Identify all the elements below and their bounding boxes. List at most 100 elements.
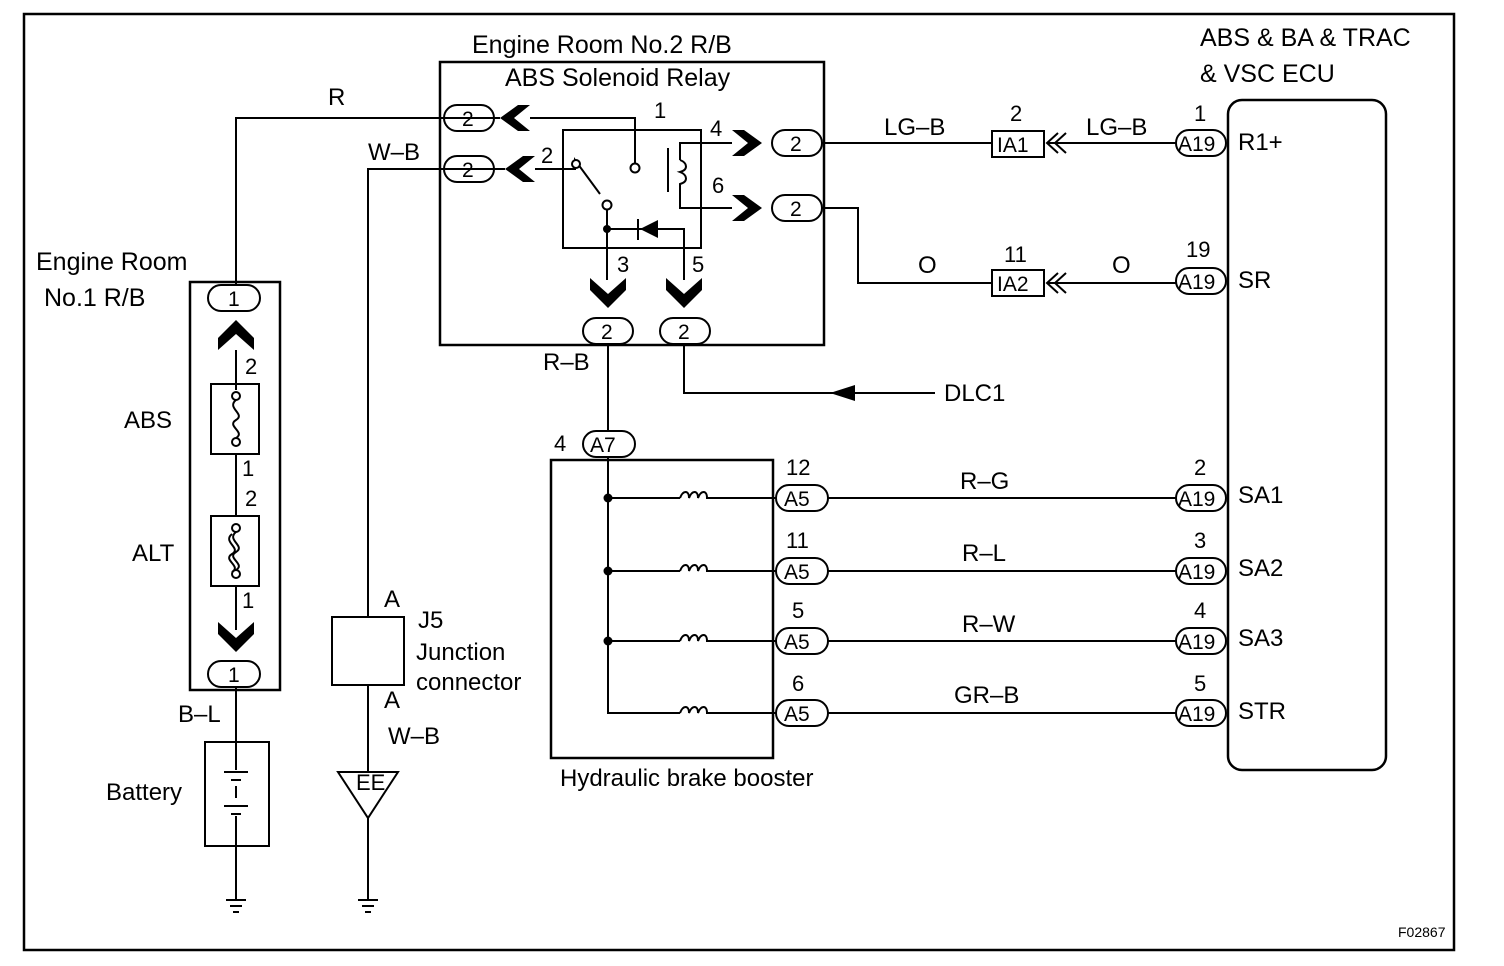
ground-icon [226, 899, 246, 913]
wire-o-left: O [918, 252, 937, 279]
ecu-terminal-r1: R1+ [1238, 129, 1283, 156]
solenoid-coil-icon [679, 491, 776, 499]
wire-rg: R–G [960, 468, 1009, 495]
chevron-left-icon [500, 105, 530, 131]
svg-text:IA1: IA1 [997, 134, 1029, 157]
chevron-right-icon [732, 195, 762, 221]
svg-text:2: 2 [245, 486, 257, 511]
svg-text:2: 2 [541, 143, 553, 168]
connector-a19-sa2 [1175, 557, 1227, 585]
svg-text:4: 4 [554, 431, 566, 456]
svg-text:12: 12 [786, 455, 810, 480]
fuse-icon [232, 531, 240, 571]
chevron-left-icon [505, 156, 535, 182]
svg-text:6: 6 [792, 671, 804, 696]
svg-text:5: 5 [692, 252, 704, 277]
svg-text:A19: A19 [1178, 561, 1215, 584]
wire-r: R [328, 84, 345, 111]
svg-text:11: 11 [786, 528, 809, 553]
fuse-alt-label: ALT [132, 540, 175, 567]
svg-text:A5: A5 [784, 561, 810, 584]
battery-label: Battery [106, 779, 182, 806]
svg-text:2: 2 [601, 321, 613, 344]
connector-ia2 [991, 269, 1045, 297]
svg-text:A: A [384, 586, 400, 613]
svg-text:19: 19 [1186, 237, 1210, 262]
fuse-abs-label: ABS [124, 407, 172, 434]
svg-text:3: 3 [1194, 528, 1206, 553]
svg-text:5: 5 [792, 598, 804, 623]
svg-text:A: A [384, 687, 400, 714]
wire-lgb-right: LG–B [1086, 114, 1147, 141]
svg-text:A19: A19 [1178, 703, 1215, 726]
svg-text:2: 2 [1194, 455, 1206, 480]
connector-a19-str [1175, 699, 1227, 727]
rb1-connector-bottom [207, 660, 261, 688]
ecu-terminal-sr: SR [1238, 267, 1271, 294]
svg-text:1: 1 [228, 288, 240, 311]
svg-text:EE: EE [356, 770, 385, 795]
wire-o-right: O [1112, 252, 1131, 279]
relay-box [562, 129, 702, 249]
ecu-title-1: ABS & BA & TRAC [1200, 24, 1411, 52]
svg-text:A5: A5 [784, 488, 810, 511]
connector-a19-sr [1175, 267, 1227, 295]
chevron-right-icon [732, 130, 762, 156]
figure-code: F02867 [1398, 924, 1446, 940]
booster-label: Hydraulic brake booster [560, 765, 813, 792]
svg-text:IA2: IA2 [997, 273, 1029, 296]
diode-icon [640, 220, 658, 238]
svg-text:2: 2 [1010, 101, 1022, 126]
rb2-box [438, 60, 826, 347]
svg-text:11: 11 [1004, 242, 1027, 267]
svg-text:5: 5 [1194, 671, 1206, 696]
svg-text:A5: A5 [784, 631, 810, 654]
rb2-title: Engine Room No.2 R/B [472, 31, 732, 59]
svg-text:2: 2 [790, 133, 802, 156]
svg-text:4: 4 [1194, 598, 1206, 623]
junction-label-1: Junction [416, 639, 505, 666]
diagram-frame [22, 12, 1456, 952]
svg-text:1: 1 [242, 588, 254, 613]
ecu-title-2: & VSC ECU [1200, 60, 1335, 88]
svg-text:2: 2 [678, 321, 690, 344]
wire-bl: B–L [178, 701, 221, 728]
junction-label-2: connector [416, 669, 521, 696]
fuse-icon [232, 399, 240, 439]
wire-wb-bottom: W–B [388, 723, 440, 750]
relay-title: ABS Solenoid Relay [505, 64, 731, 92]
rb1-title-1: Engine Room [36, 248, 187, 276]
ground-point-ee [336, 771, 400, 820]
svg-text:A19: A19 [1178, 271, 1215, 294]
svg-text:2: 2 [790, 198, 802, 221]
dlc1-label: DLC1 [944, 380, 1005, 407]
junction-box [331, 616, 405, 686]
solenoid-coil-icon [679, 634, 776, 642]
arrow-left-icon [830, 385, 855, 401]
svg-text:A7: A7 [590, 434, 616, 457]
wire-wb-top: W–B [368, 139, 420, 166]
ecu-terminal-str: STR [1238, 698, 1286, 725]
wire-rb: R–B [543, 349, 590, 376]
svg-text:A5: A5 [784, 703, 810, 726]
svg-text:A19: A19 [1178, 631, 1215, 654]
connector-a19-sa3 [1175, 627, 1227, 655]
svg-text:2: 2 [462, 108, 474, 131]
svg-text:6: 6 [712, 173, 724, 198]
solenoid-coil-icon [679, 706, 776, 714]
rb1-title-2: No.1 R/B [44, 284, 145, 312]
wire-lgb-left: LG–B [884, 114, 945, 141]
ecu-box [1226, 98, 1388, 772]
wire-rw: R–W [962, 611, 1016, 638]
ecu-terminal-sa2: SA2 [1238, 555, 1283, 582]
svg-text:1: 1 [1194, 101, 1206, 126]
connector-ia1 [991, 130, 1045, 158]
booster-box [549, 458, 775, 760]
svg-text:3: 3 [617, 252, 629, 277]
svg-text:1: 1 [242, 456, 254, 481]
connector-a19-r1 [1175, 129, 1227, 157]
svg-text:2: 2 [245, 354, 257, 379]
wire-rl: R–L [962, 540, 1006, 567]
chevron-up-icon [218, 320, 254, 350]
